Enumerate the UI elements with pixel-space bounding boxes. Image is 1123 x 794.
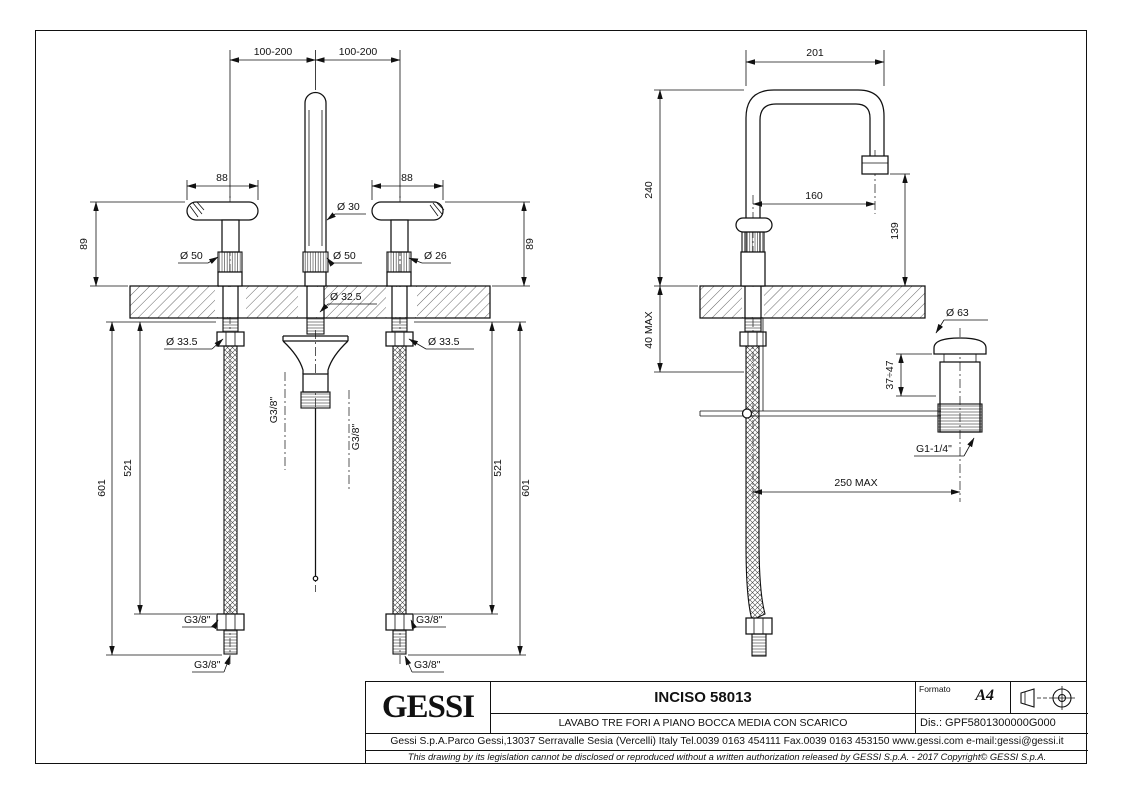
hose-side — [739, 317, 773, 657]
product-description: LAVABO TRE FORI A PIANO BOCCA MEDIA CON … — [491, 714, 916, 734]
side-view: 201 240 160 139 40 MAX Ø 63 37÷47 G1-1/4… — [643, 47, 988, 657]
hose-left — [216, 317, 245, 655]
hose-side-braid — [745, 345, 766, 621]
dim-spout-reach-axis: 160 — [805, 190, 823, 202]
dim-drain-adjust-range: 37÷47 — [884, 360, 896, 389]
dim-spout-dia: Ø 30 — [337, 201, 360, 213]
spout-outline — [304, 91, 327, 252]
hose-right-braid — [392, 345, 407, 615]
dim-center-collar-dia: Ø 50 — [333, 250, 356, 262]
label-center-conn-left: G3/8" — [268, 396, 280, 423]
dim-handle-width-right: 88 — [401, 172, 413, 184]
title-block: GESSI INCISO 58013 Formato A4 LAVABO TRE… — [365, 681, 1088, 764]
handle-right-post — [390, 219, 409, 253]
label-right-conn-upper: G3/8" — [416, 614, 443, 626]
spout-front — [302, 91, 329, 287]
handle-left-post — [221, 219, 240, 253]
dim-spacing-left: 100-200 — [254, 46, 293, 58]
formato-value: A4 — [975, 687, 994, 704]
drain-cap — [933, 337, 987, 355]
dim-left-hose-len: 521 — [122, 459, 134, 477]
side-body — [740, 251, 766, 287]
handle-right-arm — [371, 201, 444, 221]
side-label-underlines — [914, 319, 988, 457]
gessi-logo: GESSI — [366, 682, 491, 734]
dim-spacing-right: 100-200 — [339, 46, 378, 58]
handle-right — [371, 201, 445, 287]
spout-outer — [745, 89, 885, 252]
spout-flange — [304, 271, 327, 287]
label-center-conn-right: G3/8" — [350, 423, 362, 450]
legal-line: This drawing by its legislation cannot b… — [407, 752, 1047, 762]
deck-hole-edges — [222, 286, 408, 318]
dim-left-collar-dia: Ø 50 — [180, 250, 203, 262]
projection-symbol-cell — [1011, 682, 1088, 714]
label-left-conn-upper: G3/8" — [184, 614, 211, 626]
label-right-conn-lower: G3/8" — [414, 659, 441, 671]
dim-drain-cap-dia: Ø 63 — [946, 307, 969, 319]
dim-right-hole-dia: Ø 33.5 — [428, 336, 460, 348]
dim-right-overall-len: 601 — [520, 479, 532, 497]
dim-height-left: 89 — [78, 238, 90, 250]
dim-height-right: 89 — [524, 238, 536, 250]
drawing-number: Dis.: GPF5801300000G000 — [916, 714, 1088, 734]
linkage-ball — [741, 408, 753, 419]
handle-right-flange — [386, 271, 412, 287]
front-extension-lines — [90, 50, 530, 656]
dim-left-hole-dia: Ø 33.5 — [166, 336, 198, 348]
front-label-leaders — [207, 212, 427, 673]
waste-trumpet — [282, 335, 349, 374]
front-label-underlines — [164, 213, 474, 673]
formato-label: Formato — [919, 684, 951, 694]
spout-knurl-collar — [302, 251, 329, 273]
handle-left-flange — [217, 271, 243, 287]
hose-left-braid — [223, 345, 238, 615]
front-view: 100-200 100-200 88 88 89 89 Ø 50 Ø 30 Ø … — [78, 46, 536, 673]
dim-spout-reach-overall: 201 — [806, 47, 824, 59]
dim-deck-thickness-max: 40 MAX — [643, 311, 655, 348]
front-dimension-lines — [93, 57, 527, 656]
dim-right-hose-len: 521 — [492, 459, 504, 477]
dim-center-hole-dia: Ø 32.5 — [330, 291, 362, 303]
handle-left — [186, 201, 259, 287]
popup-rod-horizontal — [699, 410, 941, 417]
product-code: INCISO 58013 — [491, 682, 916, 714]
side-deck — [699, 285, 926, 319]
dim-spout-height: 240 — [643, 181, 655, 199]
side-dimension-lines — [657, 59, 961, 495]
aerator — [861, 155, 889, 175]
dim-right-post-dia: Ø 26 — [424, 250, 447, 262]
side-label-leaders — [935, 319, 975, 457]
company-line: Gessi S.p.A.Parco Gessi,13037 Serravalle… — [366, 734, 1088, 751]
spout-inner — [759, 103, 871, 252]
front-deck — [129, 285, 491, 319]
drain-body — [939, 361, 981, 433]
formato-cell: Formato A4 — [916, 682, 1011, 714]
handle-right-knurl — [386, 251, 412, 273]
handle-left-knurl — [217, 251, 243, 273]
popup-linkage — [699, 318, 941, 419]
dim-outlet-height: 139 — [889, 222, 901, 240]
dim-drain-distance-max: 250 MAX — [834, 477, 877, 489]
label-drain-conn: G1-1/4" — [916, 443, 952, 455]
dim-left-overall-len: 601 — [96, 479, 108, 497]
drain-assembly — [933, 337, 987, 433]
dim-handle-width-left: 88 — [216, 172, 228, 184]
label-left-conn-lower: G3/8" — [194, 659, 221, 671]
side-extension-lines — [654, 50, 936, 397]
projection-symbol-icon — [1019, 685, 1075, 710]
hose-right — [385, 317, 414, 655]
side-handle-arm — [735, 217, 773, 233]
popup-waste-front — [282, 317, 349, 582]
spout-side — [735, 89, 889, 287]
handle-left-arm — [186, 201, 259, 221]
side-handle-knurl — [741, 231, 765, 253]
